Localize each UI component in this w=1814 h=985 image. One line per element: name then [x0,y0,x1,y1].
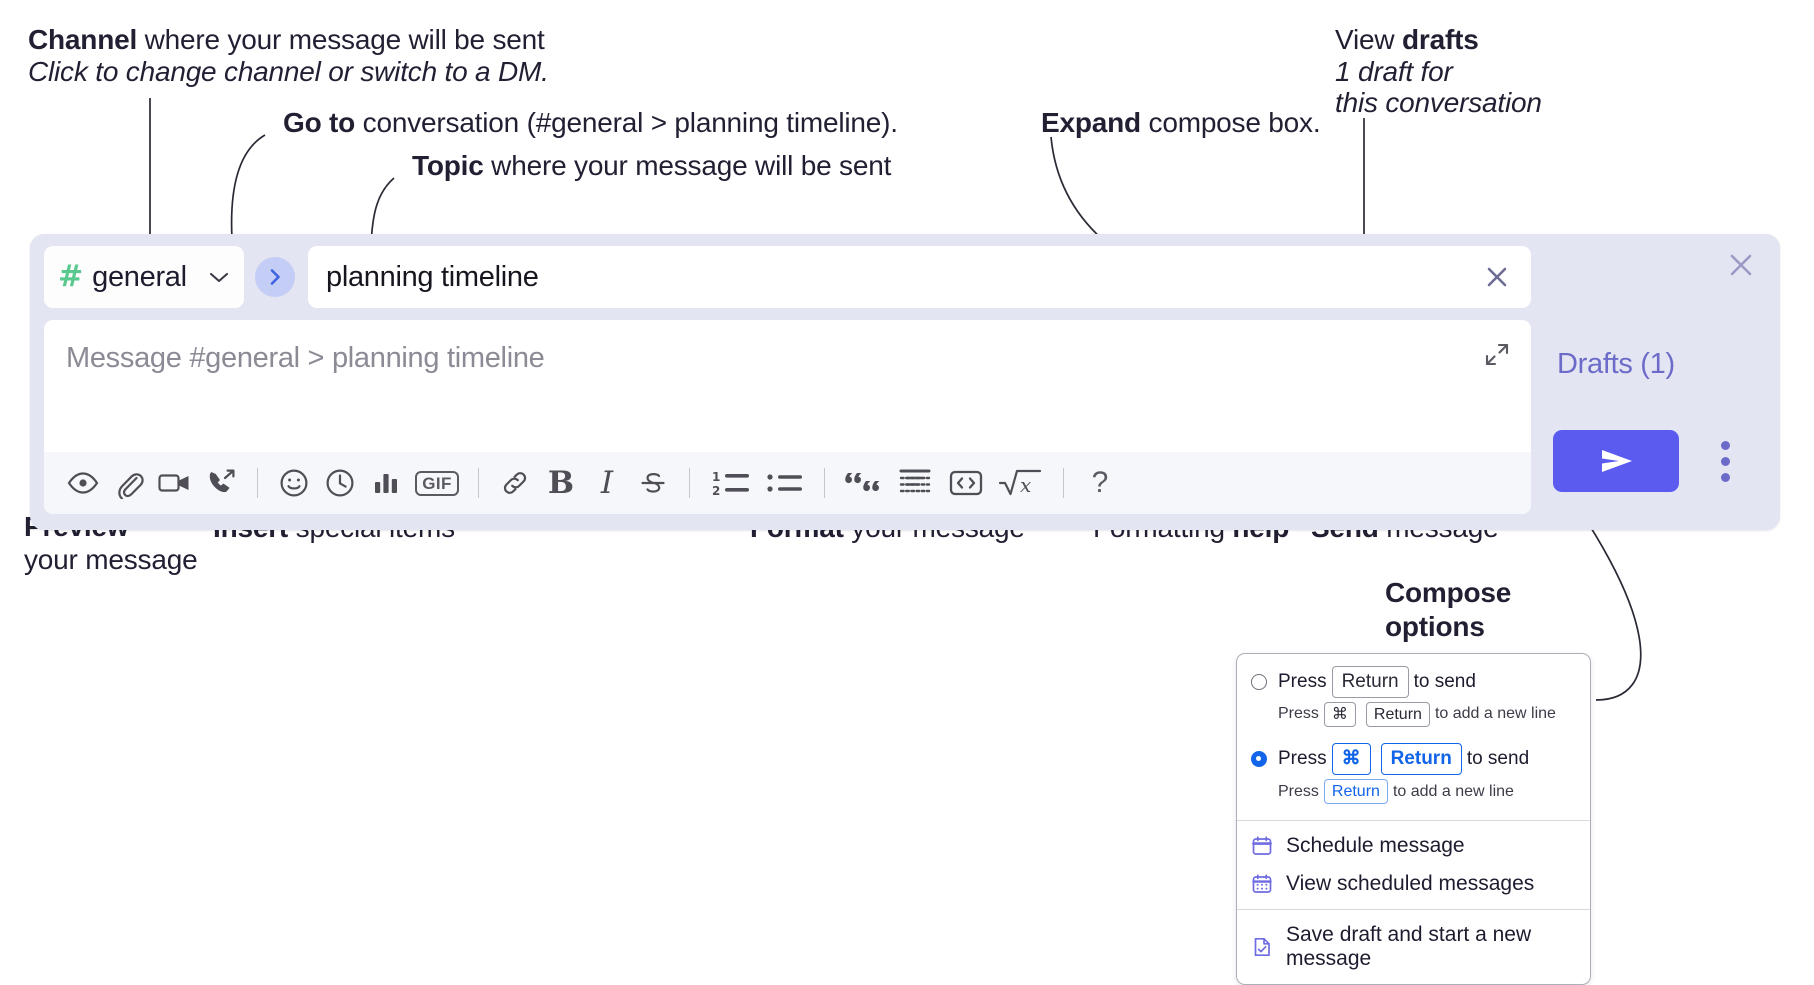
help-glyph: ? [1091,466,1109,499]
channel-selector[interactable]: # general [44,246,244,308]
draft-group: Save draft and start a new message [1237,910,1590,984]
annotation-drafts-sub1: 1 draft for [1335,56,1453,87]
bulleted-list-icon[interactable] [759,460,811,506]
send-paper-plane-icon [1602,450,1632,472]
channel-name: general [92,260,187,293]
compose-header-row: # general planning timeline [44,246,1531,308]
topic-value: planning timeline [326,260,539,293]
compose-options-button[interactable] [1711,438,1739,484]
kebab-dot [1720,440,1730,450]
drafts-link[interactable]: Drafts (1) [1557,348,1675,380]
menu-divider [1237,820,1590,822]
gif-icon[interactable]: GIF [409,460,465,506]
blockquote-icon[interactable] [838,460,890,506]
italic-glyph: I [600,464,614,501]
toolbar-divider [689,468,690,498]
schedule-group: Schedule message View scheduled messages [1237,821,1590,909]
radio-icon[interactable] [1251,673,1267,690]
radio-option-return-sub: Press ⌘ Return to add a new line [1237,698,1590,734]
radio-icon-selected[interactable] [1251,751,1267,768]
attachment-icon[interactable] [106,460,152,506]
menu-item-schedule-message[interactable]: Schedule message [1237,827,1590,865]
strikethrough-icon[interactable] [630,460,676,506]
math-icon[interactable]: x [992,460,1050,506]
svg-text:2: 2 [712,484,720,498]
annotation-goto: Go to conversation (#general > planning … [283,107,898,138]
annotation-topic: Topic where your message will be sent [412,150,892,181]
key-return: Return [1380,743,1462,775]
annotation-channel-rest: where your message will be sent [137,24,545,55]
bold-glyph: B [547,464,575,501]
audio-clip-icon[interactable] [198,460,244,506]
svg-text:1: 1 [712,470,720,484]
key-return: Return [1323,778,1388,805]
go-to-conversation-button[interactable] [255,257,295,297]
radio-label-pre: Press [1278,748,1327,770]
save-draft-icon [1251,936,1277,958]
poll-bars-icon[interactable] [363,460,409,506]
key-return: Return [1365,701,1430,728]
menu-item-view-scheduled-messages[interactable]: View scheduled messages [1237,865,1590,903]
toolbar-divider [824,468,825,498]
menu-item-label: Schedule message [1286,834,1465,858]
emoji-icon[interactable] [271,460,317,506]
message-input-area[interactable]: Message #general > planning timeline [44,320,1531,514]
menu-item-label: Save draft and start a new message [1286,923,1532,971]
radio-label-post: to send [1466,748,1530,770]
annotation-channel: Channel where your message will be sent [28,22,545,58]
hash-icon: # [58,259,84,294]
screenshot-stage: Channel where your message will be sent … [24,22,1780,985]
gif-label: GIF [415,470,459,496]
radio-label-pre: Press [1278,670,1327,692]
message-placeholder: Message #general > planning timeline [66,342,545,374]
calendar-grid-icon [1251,873,1277,895]
compose-options-menu: Press Return to send Press ⌘ Return to a… [1236,653,1591,985]
chevron-down-icon [208,270,230,284]
close-icon[interactable] [1724,248,1758,282]
radio-option-cmd-return-sub: Press Return to add a new line [1237,775,1590,811]
annotation-channel-bold: Channel [28,24,138,55]
inline-code-icon[interactable] [940,460,992,506]
ordered-list-icon[interactable]: 1 2 [703,460,759,506]
formatting-toolbar: GIF B I [44,452,1531,514]
send-button[interactable] [1553,430,1679,492]
calendar-schedule-icon [1251,835,1277,857]
annotation-expand: Expand compose box. [1041,107,1321,138]
kebab-dot [1720,456,1730,466]
key-return: Return [1331,666,1409,698]
radio-option-return-to-send[interactable]: Press Return to send [1237,664,1590,698]
expand-compose-icon[interactable] [1479,336,1515,372]
reminder-clock-icon[interactable] [317,460,363,506]
menu-item-save-draft[interactable]: Save draft and start a new message [1237,916,1590,978]
annotation-channel-sub: Click to change channel or switch to a D… [28,56,549,87]
topic-input[interactable]: planning timeline [308,246,1531,308]
toolbar-divider [1063,468,1064,498]
compose-panel: # general planning timeline [30,234,1780,530]
bold-icon[interactable]: B [538,460,584,506]
formatting-help-icon[interactable]: ? [1077,460,1123,506]
video-clip-icon[interactable] [152,460,198,506]
radio-label-post: to send [1413,670,1476,692]
menu-item-label: View scheduled messages [1286,872,1535,896]
key-command: ⌘ [1331,743,1371,775]
link-icon[interactable] [492,460,538,506]
svg-text:x: x [1020,473,1031,497]
compose-inner: # general planning timeline [44,246,1531,514]
annotation-drafts-sub2: this conversation [1335,87,1542,118]
send-shortcut-options: Press Return to send Press ⌘ Return to a… [1237,654,1590,820]
preview-icon[interactable] [60,460,106,506]
key-command: ⌘ [1323,701,1356,728]
italic-icon[interactable]: I [584,460,630,506]
kebab-dot [1720,472,1730,482]
annotation-drafts: View drafts [1335,24,1479,55]
toolbar-divider [257,468,258,498]
toolbar-divider [478,468,479,498]
menu-divider [1237,909,1590,911]
code-block-icon[interactable] [890,460,940,506]
radio-option-cmd-return-to-send[interactable]: Press ⌘ Return to send [1237,741,1590,775]
close-icon[interactable] [1479,259,1515,295]
